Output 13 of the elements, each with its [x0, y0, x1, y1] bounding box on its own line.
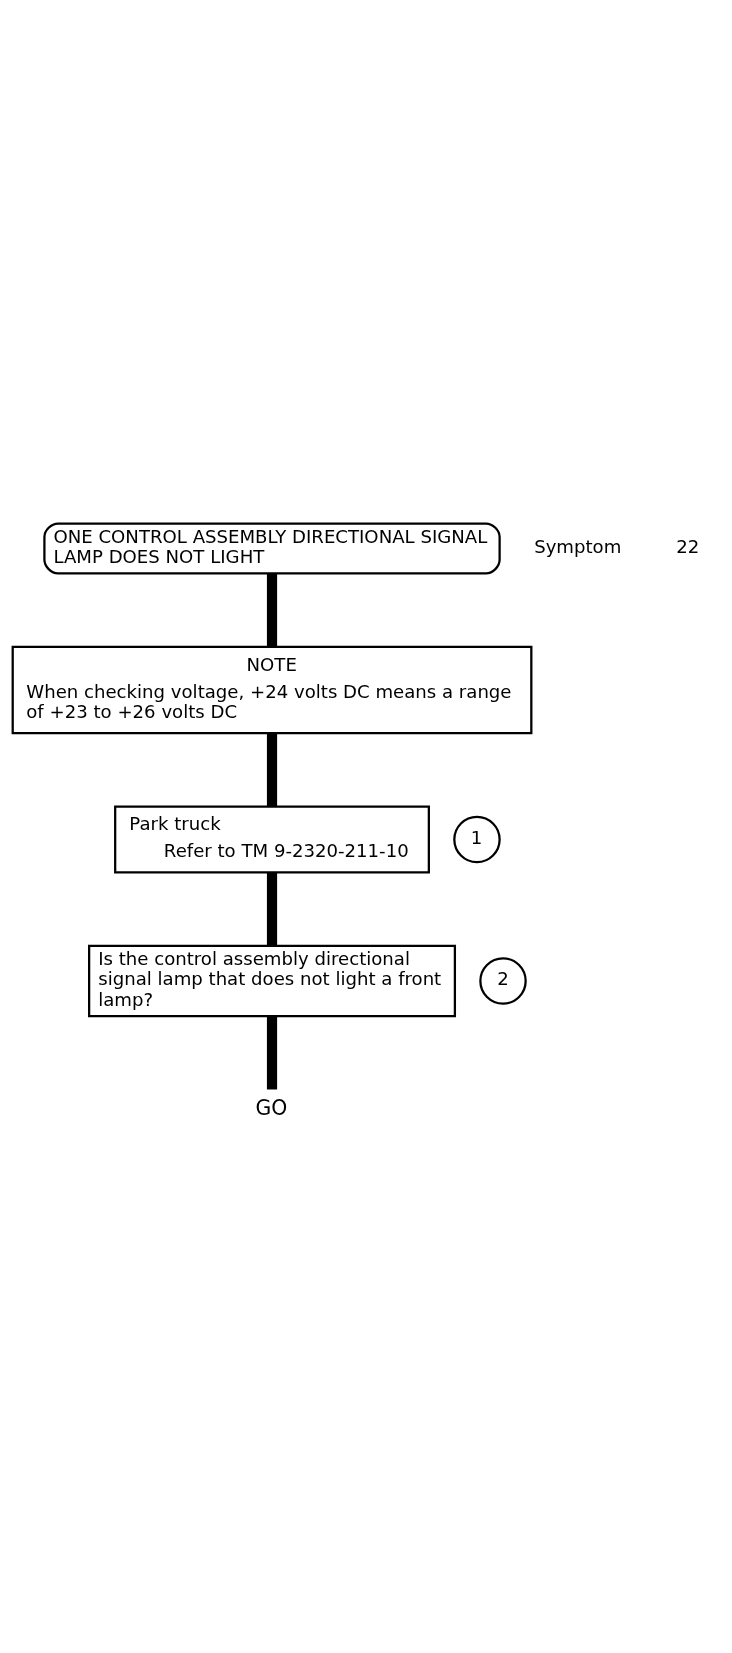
node-box: NOTE When checking voltage, +24 volts DC means a range of +23 to +26 volts DC [11, 645, 533, 734]
node-box: Is the control assembly directional signal lamp that does not light a front lamp? [88, 944, 456, 1017]
connector [266, 573, 278, 647]
node-label: Symptom [534, 535, 622, 557]
node-circle: 2 [479, 956, 527, 1005]
connector [266, 1015, 278, 1089]
connector [266, 872, 278, 946]
node-box: ONE CONTROL ASSEMBLY DIRECTIONAL SIGNAL LAMP DOES NOT LIGHT [43, 521, 501, 574]
node-box: Park truck Refer to TM 9-2320-211-10 [114, 805, 430, 873]
node-text: GO [255, 1095, 288, 1120]
connector [266, 732, 278, 806]
node-label: 22 [676, 535, 700, 557]
node-circle: 1 [453, 815, 501, 863]
